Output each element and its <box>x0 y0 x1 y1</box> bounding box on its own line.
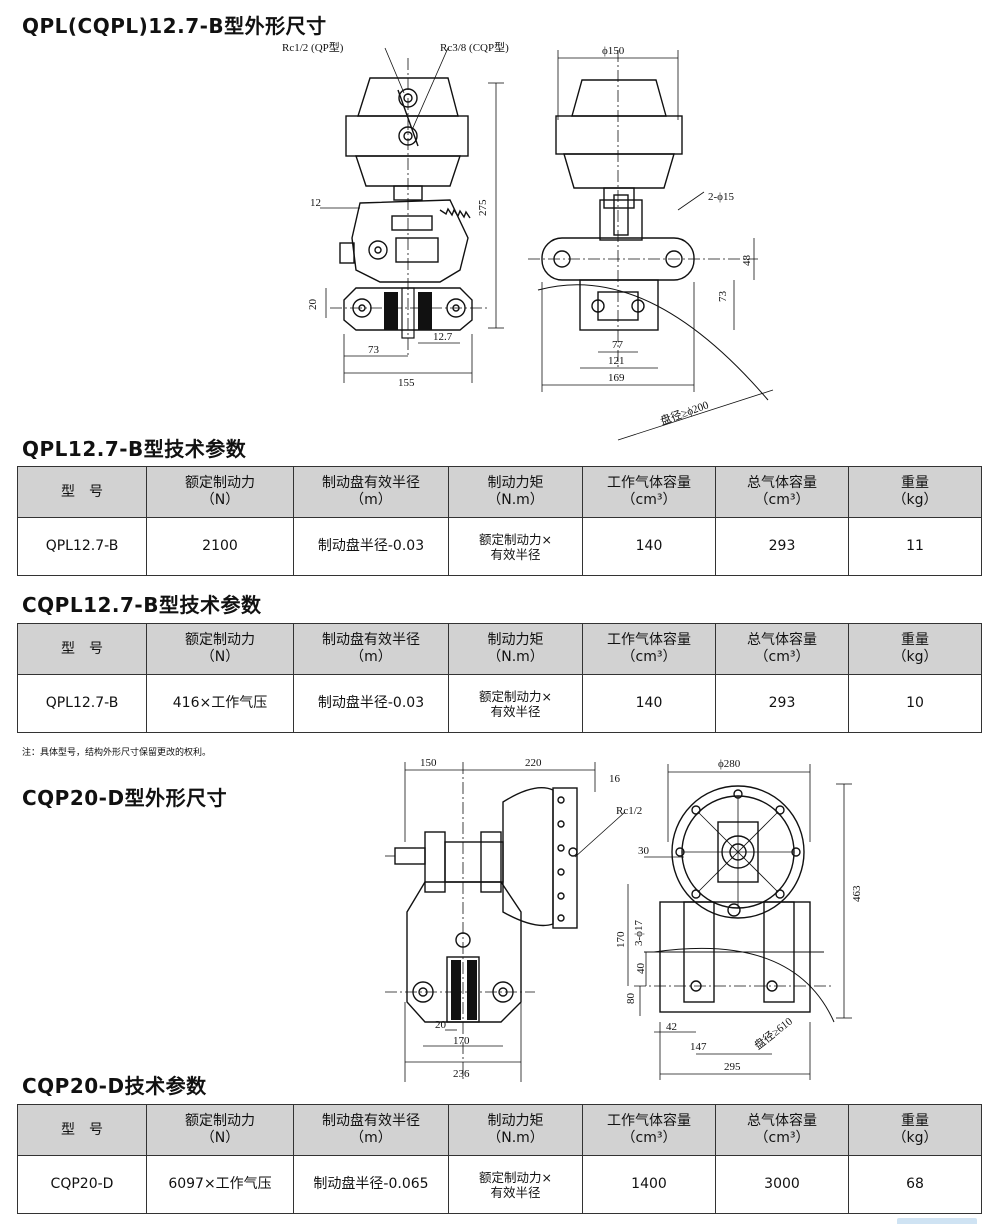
header-torque: 制动力矩（N.m） <box>448 623 583 675</box>
cqp-rc12-label: Rc1/2 <box>616 805 642 817</box>
cqp-dim-236: 236 <box>453 1068 470 1080</box>
qpl-dim-12: 12 <box>310 197 321 209</box>
qpl-dim-121: 121 <box>608 355 625 367</box>
cqp-front-view-drawing: ϕ280 30 3-ϕ17 170 40 80 42 147 295 463 盘… <box>615 758 863 1080</box>
table-row: QPL12.7-B 2100 制动盘半径-0.03 额定制动力×有效半径 140… <box>17 517 982 576</box>
cell-force: 416×工作气压 <box>146 674 294 733</box>
header-work-volume: 工作气体容量（cm³） <box>582 466 716 518</box>
cqp-dim-42: 42 <box>666 1021 677 1033</box>
qpl-holes-label: 2-ϕ15 <box>708 191 734 203</box>
cell-radius: 制动盘半径-0.065 <box>293 1155 449 1214</box>
header-weight: 重量（kg） <box>848 1104 982 1156</box>
cell-total-volume: 293 <box>715 517 849 576</box>
qpl-phi150-label: ϕ150 <box>602 45 625 57</box>
cell-work-volume: 140 <box>582 674 716 733</box>
qpl-rc12-label: Rc1/2 (QP型) <box>282 40 344 54</box>
qpl-dim-73: 73 <box>368 344 380 356</box>
cqp-dim-295: 295 <box>724 1061 741 1073</box>
cqp-dim-147: 147 <box>690 1041 707 1053</box>
cqpl-params-table: 型 号 额定制动力（N） 制动盘有效半径（m） 制动力矩（N.m） 工作气体容量… <box>17 623 982 733</box>
cell-model: QPL12.7-B <box>17 517 147 576</box>
qpl-rc38-label: Rc3/8 (CQP型) <box>440 40 509 54</box>
qpl-dim-77: 77 <box>612 339 624 351</box>
cell-work-volume: 140 <box>582 517 716 576</box>
qpl-disc-label: 盘径≥ϕ200 <box>658 397 711 428</box>
cqp-phi280-label: ϕ280 <box>718 758 741 770</box>
header-torque: 制动力矩（N.m） <box>448 466 583 518</box>
header-work-volume: 工作气体容量（cm³） <box>582 623 716 675</box>
cell-radius: 制动盘半径-0.03 <box>293 517 449 576</box>
cqp-rc12-callout: Rc1/2 <box>616 805 642 817</box>
qpl-params-heading: QPL12.7-B型技术参数 <box>22 437 247 461</box>
header-model: 型 号 <box>17 1104 147 1156</box>
cqp-holes-label: 3-ϕ17 <box>633 920 645 946</box>
table-header-row: 型 号 额定制动力（N） 制动盘有效半径（m） 制动力矩（N.m） 工作气体容量… <box>17 466 982 518</box>
header-torque: 制动力矩（N.m） <box>448 1104 583 1156</box>
cqp-dim-40: 40 <box>635 963 647 975</box>
page-corner-tab <box>897 1218 977 1224</box>
header-work-volume: 工作气体容量（cm³） <box>582 1104 716 1156</box>
table-row: CQP20-D 6097×工作气压 制动盘半径-0.065 额定制动力×有效半径… <box>17 1155 982 1214</box>
table-row: QPL12.7-B 416×工作气压 制动盘半径-0.03 额定制动力×有效半径… <box>17 674 982 733</box>
qpl-dim-48: 48 <box>741 255 753 267</box>
cqp-disc-label: 盘径≥610 <box>751 1014 795 1053</box>
cqp-dim-30: 30 <box>638 845 650 857</box>
header-model: 型 号 <box>17 623 147 675</box>
header-total-volume: 总气体容量（cm³） <box>715 623 849 675</box>
cell-torque: 额定制动力×有效半径 <box>448 674 583 733</box>
cell-weight: 10 <box>848 674 982 733</box>
cqp-dim-170-left: 170 <box>615 931 627 948</box>
cell-model: QPL12.7-B <box>17 674 147 733</box>
cell-total-volume: 293 <box>715 674 849 733</box>
cqp-dim-463: 463 <box>851 885 863 902</box>
table-header-row: 型 号 额定制动力（N） 制动盘有效半径（m） 制动力矩（N.m） 工作气体容量… <box>17 1104 982 1156</box>
qpl-dim-169: 169 <box>608 372 625 384</box>
cqp-side-view-drawing: 150 220 16 20 170 236 <box>385 757 626 1082</box>
qpl-dim-155: 155 <box>398 377 415 389</box>
cqpl-params-heading: CQPL12.7-B型技术参数 <box>22 593 262 617</box>
cell-force: 6097×工作气压 <box>146 1155 294 1214</box>
cell-total-volume: 3000 <box>715 1155 849 1214</box>
cell-work-volume: 1400 <box>582 1155 716 1214</box>
table-header-row: 型 号 额定制动力（N） 制动盘有效半径（m） 制动力矩（N.m） 工作气体容量… <box>17 623 982 675</box>
cell-torque: 额定制动力×有效半径 <box>448 517 583 576</box>
header-force: 额定制动力（N） <box>146 1104 294 1156</box>
qpl-dimensions-heading: QPL(CQPL)12.7-B型外形尺寸 <box>22 14 327 38</box>
cqp-dim-80: 80 <box>625 993 637 1005</box>
header-force: 额定制动力（N） <box>146 623 294 675</box>
qpl-dim-127: 12.7 <box>433 331 453 343</box>
header-total-volume: 总气体容量（cm³） <box>715 466 849 518</box>
cell-radius: 制动盘半径-0.03 <box>293 674 449 733</box>
cell-torque: 额定制动力×有效半径 <box>448 1155 583 1214</box>
header-model: 型 号 <box>17 466 147 518</box>
header-total-volume: 总气体容量（cm³） <box>715 1104 849 1156</box>
header-force: 额定制动力（N） <box>146 466 294 518</box>
header-radius: 制动盘有效半径（m） <box>293 1104 449 1156</box>
cell-weight: 11 <box>848 517 982 576</box>
qpl-dim-73-right: 73 <box>717 291 729 303</box>
cqp-dim-170: 170 <box>453 1035 470 1047</box>
qpl-params-table: 型 号 额定制动力（N） 制动盘有效半径（m） 制动力矩（N.m） 工作气体容量… <box>17 466 982 576</box>
header-weight: 重量（kg） <box>848 466 982 518</box>
cqp-dim-16: 16 <box>609 773 621 785</box>
qpl-dim-275: 275 <box>477 199 489 216</box>
header-radius: 制动盘有效半径（m） <box>293 466 449 518</box>
cqp-dim-220: 220 <box>525 757 542 769</box>
footnote: 注：具体型号，结构外形尺寸保留更改的权利。 <box>22 748 212 758</box>
cqp-dim-20: 20 <box>435 1019 447 1031</box>
cell-force: 2100 <box>146 517 294 576</box>
qpl-front-view-drawing: ϕ150 2-ϕ15 48 73 77 121 169 盘径≥ϕ200 <box>528 45 774 441</box>
cell-model: CQP20-D <box>17 1155 147 1214</box>
header-weight: 重量（kg） <box>848 623 982 675</box>
cqp-params-table: 型 号 额定制动力（N） 制动盘有效半径（m） 制动力矩（N.m） 工作气体容量… <box>17 1104 982 1214</box>
qpl-side-view-drawing: Rc1/2 (QP型) Rc3/8 (CQP型) 12 20 73 155 12… <box>282 40 509 389</box>
header-radius: 制动盘有效半径（m） <box>293 623 449 675</box>
cqp-params-heading: CQP20-D技术参数 <box>22 1074 207 1098</box>
cqp-dimensions-heading: CQP20-D型外形尺寸 <box>22 786 228 810</box>
cell-weight: 68 <box>848 1155 982 1214</box>
cqp-dim-150: 150 <box>420 757 437 769</box>
qpl-dim-20: 20 <box>307 299 319 311</box>
